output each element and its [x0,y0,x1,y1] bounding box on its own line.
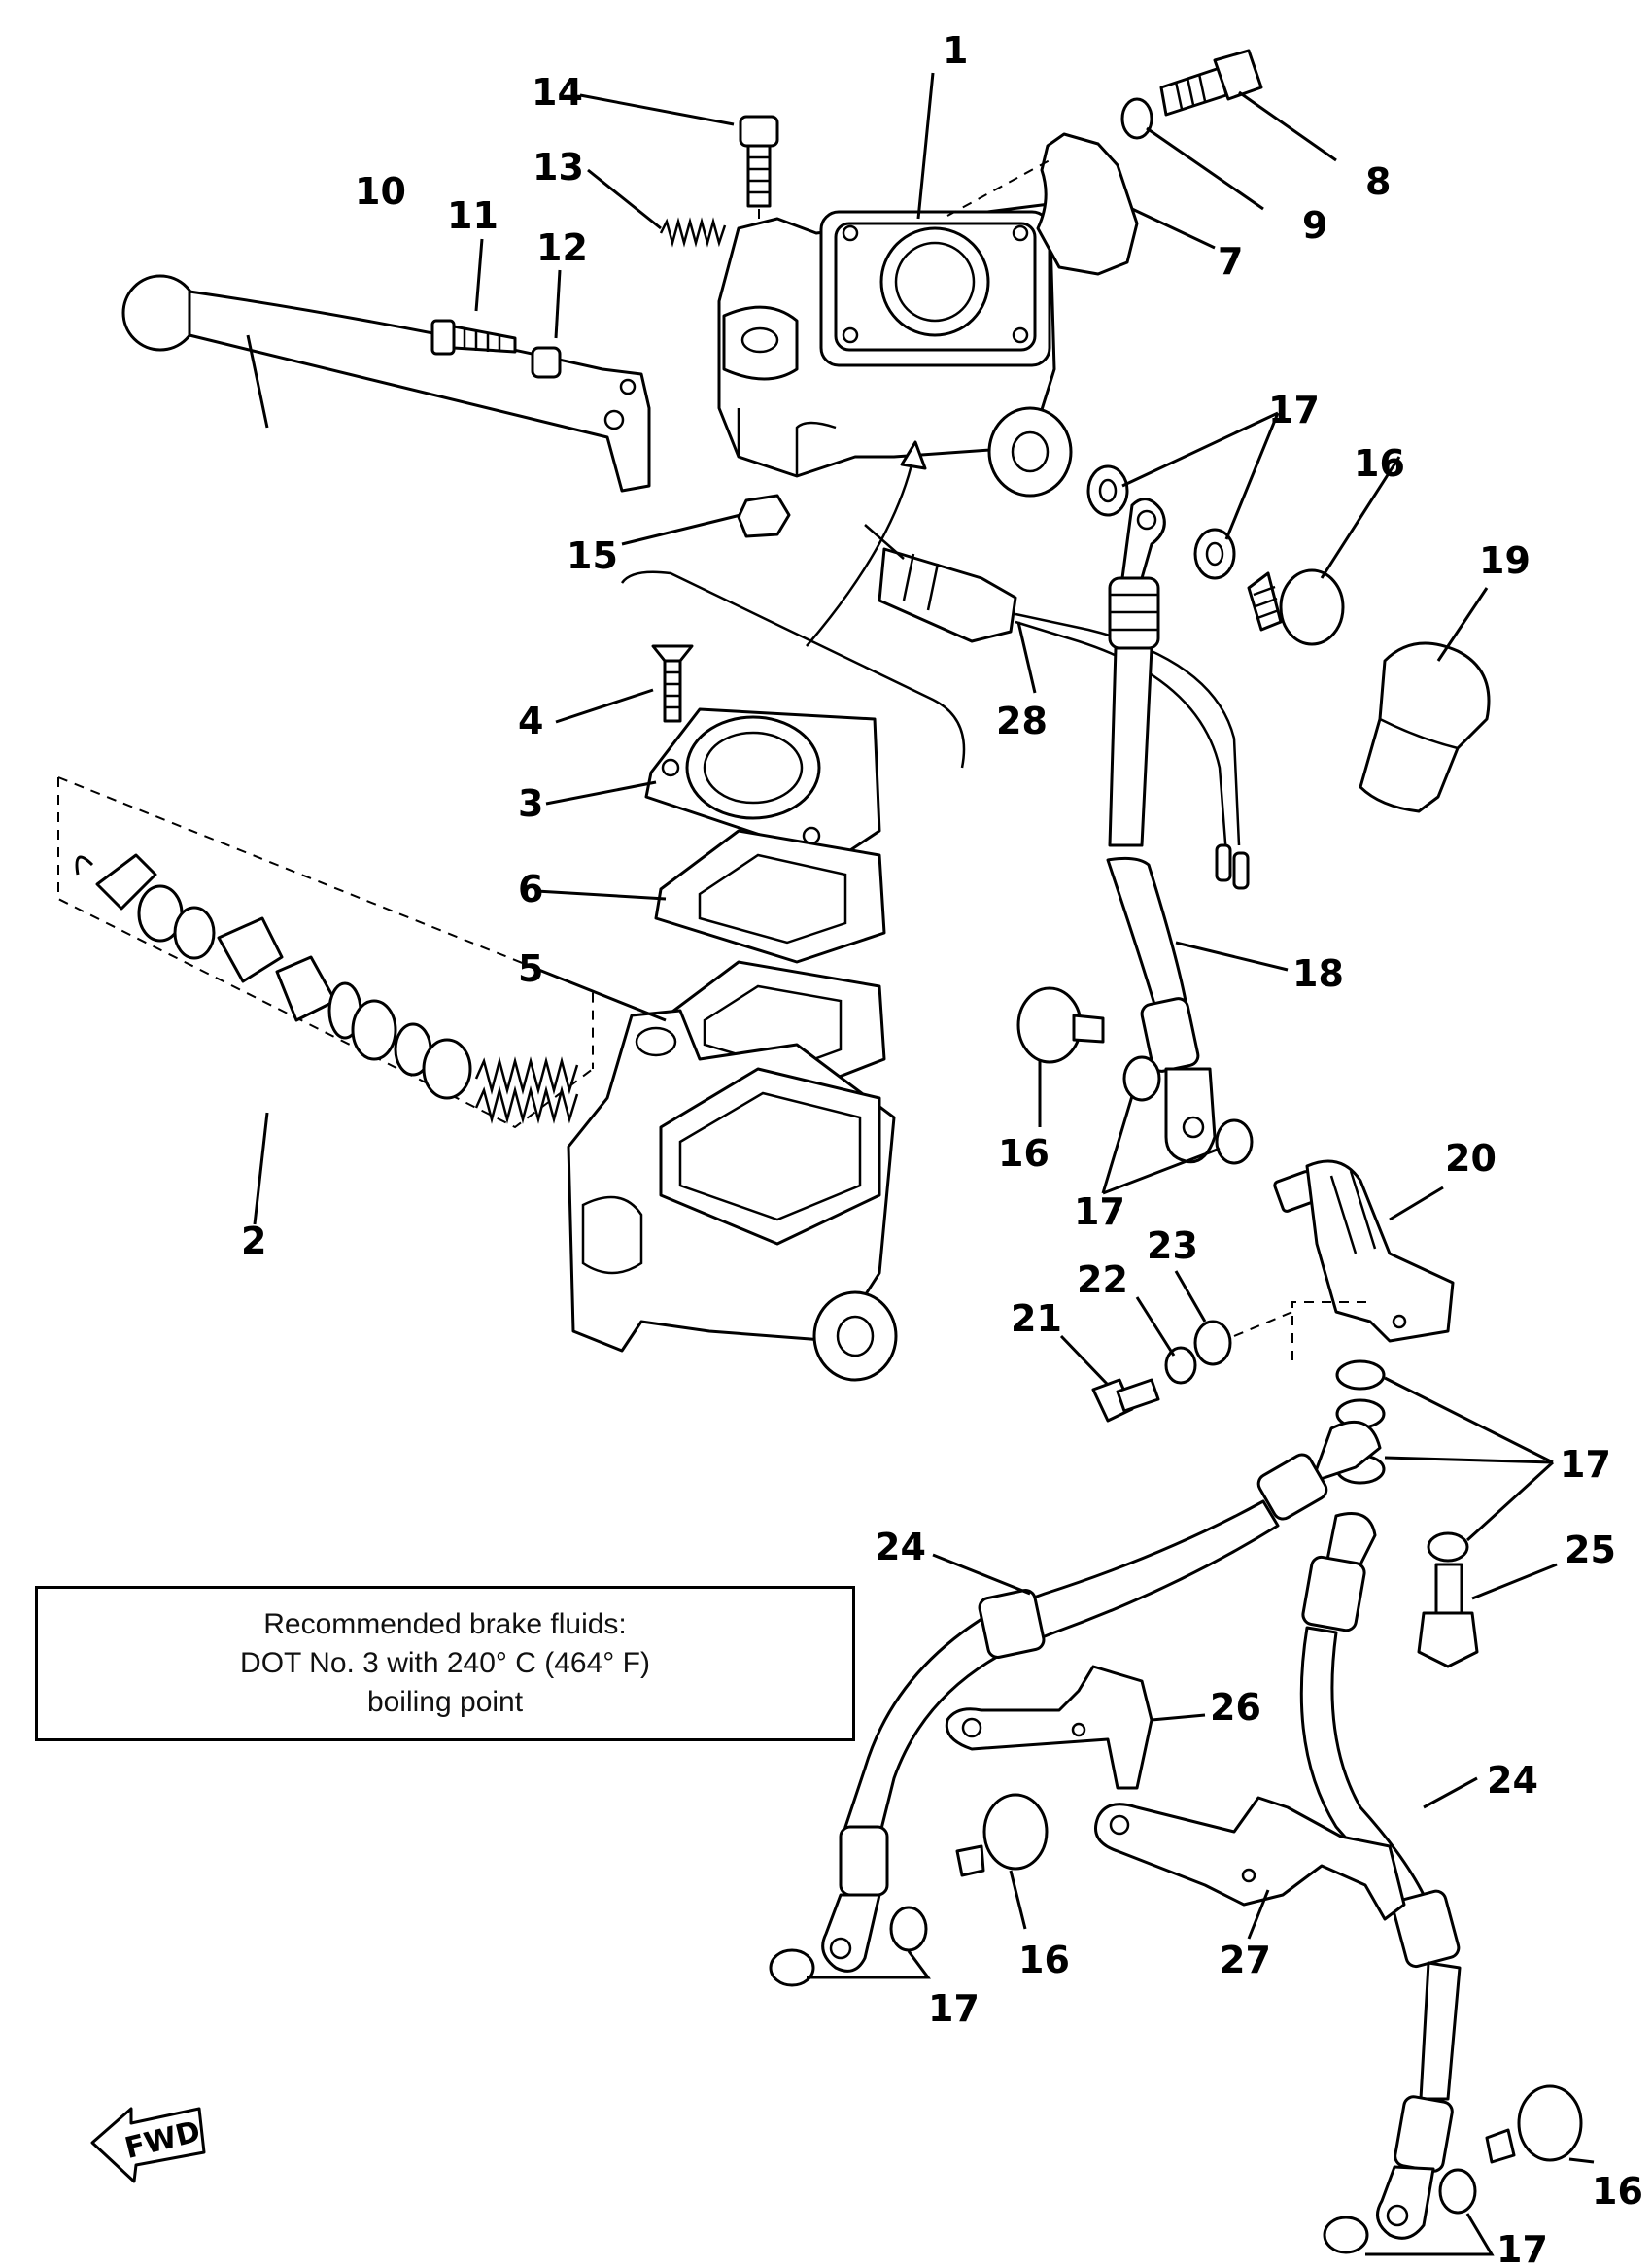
banjo-bolt [1016,986,1105,1064]
callout-16c: 16 [1018,1939,1070,1981]
callout-17c: 17 [1560,1443,1611,1486]
banjo-bolt-25 [1417,1563,1479,1668]
callout-17b: 17 [1074,1190,1125,1233]
callout-9: 9 [1302,204,1327,247]
lock-washer [1164,1346,1197,1385]
leader-lines [246,72,1595,2256]
callout-28: 28 [996,700,1048,742]
washer [1335,1359,1386,1391]
piston-kit [57,776,594,1129]
callout-2: 2 [241,1220,266,1262]
callout-11: 11 [447,194,499,237]
washer [889,1906,928,1952]
callout-21: 21 [1011,1297,1062,1340]
washer [769,1948,815,1987]
brake-hose-upper [1106,498,1217,1164]
bolt-14 [739,115,779,243]
hose-holder-26 [945,1665,1153,1790]
callout-26: 26 [1210,1686,1261,1729]
banjo-bolt [1485,2084,1583,2164]
callout-25: 25 [1565,1529,1616,1571]
callout-24b: 24 [1487,1759,1538,1802]
callout-27: 27 [1220,1939,1271,1981]
pivot-bolt [430,319,517,356]
bolt-8 [1159,49,1263,117]
callout-15: 15 [567,534,618,577]
callout-23: 23 [1147,1224,1198,1267]
callout-6: 6 [518,868,543,911]
note-line-3: boiling point [366,1686,524,1718]
callout-7: 7 [1218,240,1243,283]
banjo-bolt [1247,568,1345,646]
diaphragm-plate [654,829,886,964]
brake-hose-right [1299,1512,1462,2240]
brake-fluid-note: Recommended brake fluids: DOT No. 3 with… [35,1586,855,1741]
washer [1086,464,1129,517]
callout-12: 12 [536,226,588,269]
assembly-arrow [806,456,915,647]
collar [531,346,562,379]
callout-5: 5 [518,947,543,990]
note-line-2: DOT No. 3 with 240° C (464° F) [240,1647,650,1679]
callout-17a: 17 [1268,389,1320,431]
callout-19: 19 [1479,539,1531,582]
callout-17d: 17 [928,1987,980,2030]
callout-22: 22 [1077,1258,1128,1301]
callout-1: 1 [943,29,968,72]
reservoir-cap [644,707,881,862]
washer [1215,1118,1254,1165]
brake-switch [878,547,1250,890]
hose-holder-27 [1094,1796,1406,1921]
callout-3: 3 [518,782,543,825]
callout-8: 8 [1365,160,1391,203]
callout-24a: 24 [875,1526,926,1568]
fwd-arrow: FWD [90,2107,206,2183]
callout-4: 4 [518,700,543,742]
callouts: 1 2 3 4 5 6 7 8 9 10 11 12 13 14 15 16 1… [241,29,1643,2268]
banjo-bolt [955,1793,1049,1877]
washer [1427,1531,1469,1563]
banjo-boot [1359,641,1491,813]
washer [1323,2216,1369,2254]
washer-23 [1193,1320,1232,1366]
clamp-bracket [1036,132,1139,276]
note-line-1: Recommended brake fluids: [263,1608,627,1640]
washer [1438,2168,1477,2215]
master-cylinder-body [567,1009,898,1382]
spring [659,217,727,248]
washer-9 [1120,97,1153,140]
callout-20: 20 [1445,1137,1497,1180]
washer [1193,528,1236,580]
callout-18: 18 [1292,952,1344,995]
cover-screw [651,644,694,723]
nut-15 [737,494,791,538]
callout-10: 10 [355,170,406,213]
callout-16d: 16 [1592,2170,1643,2213]
bolt-21 [1091,1378,1160,1423]
callout-16b: 16 [998,1132,1050,1175]
washer [1122,1055,1161,1102]
callout-13: 13 [533,146,584,189]
master-cylinder-top [717,202,1073,498]
callout-17e: 17 [1497,2228,1548,2268]
brake-hose-left [821,1420,1382,1973]
brake-joint [1273,1159,1455,1343]
brake-lever [121,274,651,493]
callout-14: 14 [532,71,583,114]
callout-16a: 16 [1354,442,1405,485]
